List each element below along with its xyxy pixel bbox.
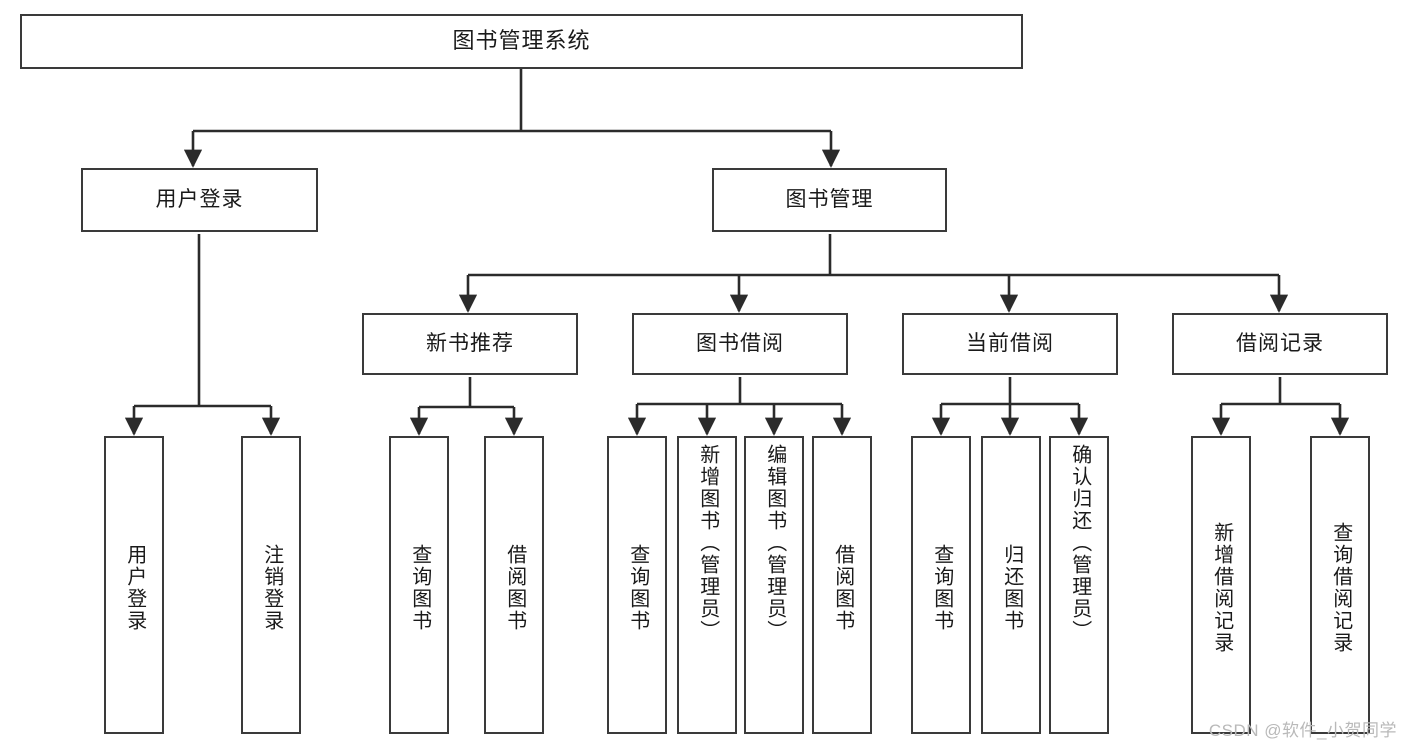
leaf-query-record[interactable]: 查询借阅记录 [1310,436,1370,734]
node-book-manage[interactable]: 图书管理 [712,168,947,232]
node-label: 新增借阅记录 [1210,522,1233,654]
node-label: 确认归还（管理员） [1068,444,1091,642]
watermark-text: CSDN @软件_小贺同学 [1208,721,1397,740]
leaf-add-book[interactable]: 新增图书（管理员） [677,436,737,734]
leaf-query-book-3[interactable]: 查询图书 [911,436,971,734]
node-label: 查询图书 [408,544,431,632]
node-label: 图书管理系统 [452,28,591,54]
node-label: 注销登录 [260,544,283,632]
node-label: 用户登录 [155,188,244,212]
node-label: 查询借阅记录 [1329,522,1352,654]
node-borrow-record[interactable]: 借阅记录 [1172,313,1388,375]
node-label: 用户登录 [123,544,146,632]
node-user-login[interactable]: 用户登录 [81,168,318,232]
leaf-return-book[interactable]: 归还图书 [981,436,1041,734]
node-label: 图书管理 [785,188,874,212]
node-book-borrow[interactable]: 图书借阅 [632,313,848,375]
node-label: 借阅图书 [831,544,854,632]
node-label: 归还图书 [1000,544,1023,632]
node-label: 借阅图书 [503,544,526,632]
node-label: 查询图书 [930,544,953,632]
leaf-user-login[interactable]: 用户登录 [104,436,164,734]
node-current-borrow[interactable]: 当前借阅 [902,313,1118,375]
node-label: 查询图书 [626,544,649,632]
leaf-add-record[interactable]: 新增借阅记录 [1191,436,1251,734]
leaf-logout-login[interactable]: 注销登录 [241,436,301,734]
node-root-book-management-system[interactable]: 图书管理系统 [20,14,1023,69]
node-label: 新增图书（管理员） [696,444,719,642]
leaf-query-book-2[interactable]: 查询图书 [607,436,667,734]
node-label: 当前借阅 [966,332,1054,356]
node-label: 图书借阅 [696,332,784,356]
leaf-confirm-return[interactable]: 确认归还（管理员） [1049,436,1109,734]
node-label: 编辑图书（管理员） [763,444,786,642]
node-label: 借阅记录 [1236,332,1324,356]
leaf-borrow-book-1[interactable]: 借阅图书 [484,436,544,734]
node-label: 新书推荐 [426,332,514,356]
leaf-query-book-1[interactable]: 查询图书 [389,436,449,734]
leaf-edit-book[interactable]: 编辑图书（管理员） [744,436,804,734]
node-new-book-recommend[interactable]: 新书推荐 [362,313,578,375]
leaf-borrow-book-2[interactable]: 借阅图书 [812,436,872,734]
